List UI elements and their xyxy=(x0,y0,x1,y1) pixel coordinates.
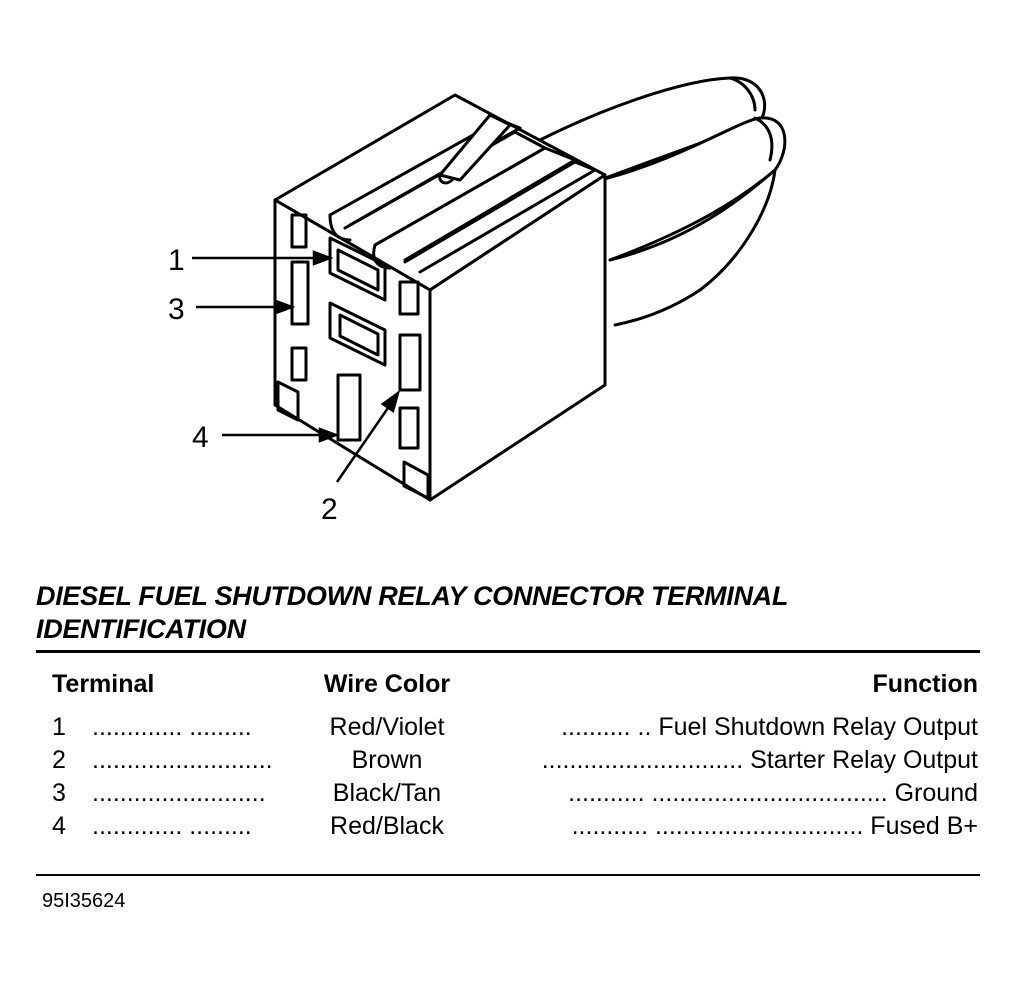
leader-dots: ............. ......... xyxy=(92,713,252,741)
function-text: Ground xyxy=(894,779,978,807)
leader-dots: ......................... xyxy=(92,779,266,807)
leader-dots: ............. ......... xyxy=(92,812,252,840)
function: ........... ............................… xyxy=(462,777,978,810)
terminal-number: 1 xyxy=(52,713,66,741)
relay-connector-illustration: 1 3 4 2 xyxy=(168,76,787,526)
terminal-number: 3 xyxy=(52,779,66,807)
table-row: 3 ......................... Black/Tan ..… xyxy=(52,777,978,810)
leader-dots: ........... ............................… xyxy=(568,779,888,807)
table-row: 1 ............. ......... Red/Violet ...… xyxy=(52,711,978,744)
function-text: Starter Relay Output xyxy=(750,746,978,774)
leader-dots: ............................. xyxy=(541,746,744,774)
function-text: Fuel Shutdown Relay Output xyxy=(658,713,978,741)
table-title: DIESEL FUEL SHUTDOWN RELAY CONNECTOR TER… xyxy=(36,581,788,644)
callout-1: 1 xyxy=(168,244,185,277)
function-text: Fused B+ xyxy=(870,812,978,840)
terminal-identification-table: Terminal Wire Color Function 1 .........… xyxy=(52,670,978,843)
callout-4: 4 xyxy=(192,421,209,454)
figure-id: 95I35624 xyxy=(42,890,126,912)
function: ........... ............................… xyxy=(462,810,978,843)
leader-dots: ........... ............................… xyxy=(571,812,864,840)
wire-bundle xyxy=(538,76,787,327)
header-terminal: Terminal xyxy=(52,670,155,698)
function: .......... .. Fuel Shutdown Relay Output xyxy=(462,711,978,744)
callout-3: 3 xyxy=(168,293,185,326)
header-wire-color: Wire Color xyxy=(323,670,451,698)
table-row: 2 .......................... Brown .....… xyxy=(52,744,978,777)
wire-color: Red/Black xyxy=(330,812,444,840)
leader-dots: .......... .. xyxy=(561,713,652,741)
top-divider xyxy=(36,650,980,653)
terminal-number: 2 xyxy=(52,746,66,774)
callout-arrows xyxy=(192,250,401,483)
callout-2: 2 xyxy=(321,493,338,526)
wire-color: Red/Violet xyxy=(329,713,445,741)
wire-color: Brown xyxy=(351,746,423,774)
leader-dots: .......................... xyxy=(92,746,273,774)
header-function: Function xyxy=(872,670,978,698)
wire-color: Black/Tan xyxy=(332,779,442,807)
table-header-row: Terminal Wire Color Function xyxy=(52,670,978,711)
bottom-divider xyxy=(36,874,980,876)
terminal-number: 4 xyxy=(52,812,66,840)
function: ............................. Starter Re… xyxy=(462,744,978,777)
table-row: 4 ............. ......... Red/Black ....… xyxy=(52,810,978,843)
terminal-cavities xyxy=(276,213,430,500)
